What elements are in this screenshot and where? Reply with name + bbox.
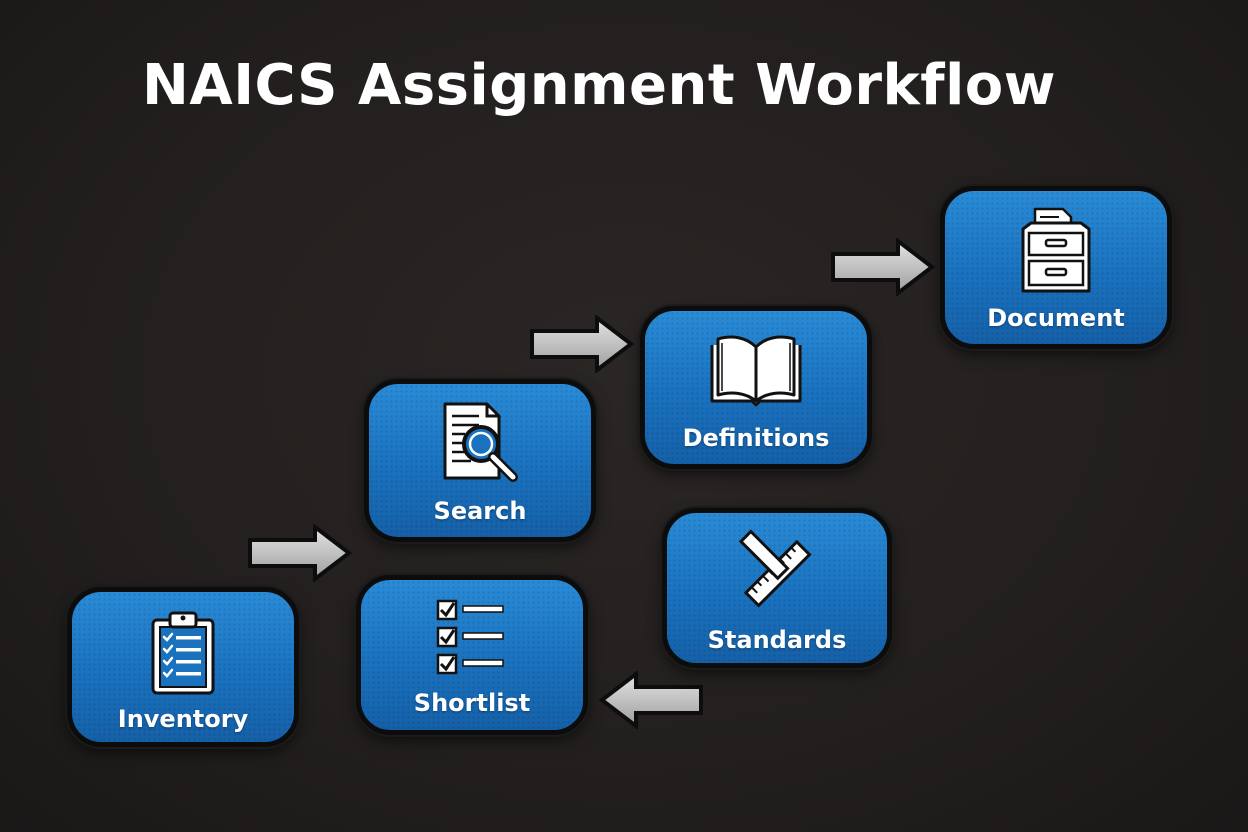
step-document-label: Document	[987, 304, 1125, 332]
step-standards: Standards	[662, 508, 892, 668]
square-ruler-icon	[738, 529, 812, 608]
step-search: Search	[364, 379, 596, 542]
step-document: Document	[940, 186, 1172, 349]
clipboard-checklist-icon	[151, 611, 215, 695]
step-shortlist: Shortlist	[356, 575, 588, 735]
step-definitions: Definitions	[640, 306, 872, 469]
step-shortlist-label: Shortlist	[413, 689, 531, 717]
step-definitions-label: Definitions	[682, 424, 830, 452]
step-standards-label: Standards	[707, 626, 847, 654]
diagram-title: NAICS Assignment Workflow	[142, 53, 1056, 118]
document-magnifier-icon	[443, 402, 518, 482]
step-inventory-label: Inventory	[117, 705, 249, 733]
step-search-label: Search	[433, 497, 527, 525]
arrow-standards-to-shortlist	[598, 671, 703, 729]
arrow-inventory-to-search	[248, 524, 353, 582]
arrow-definitions-to-document	[831, 238, 936, 296]
step-inventory: Inventory	[67, 587, 299, 747]
arrow-search-to-definitions	[530, 315, 635, 373]
checklist-icon	[436, 599, 504, 675]
open-book-icon	[710, 335, 802, 407]
file-cabinet-icon	[1021, 207, 1091, 293]
